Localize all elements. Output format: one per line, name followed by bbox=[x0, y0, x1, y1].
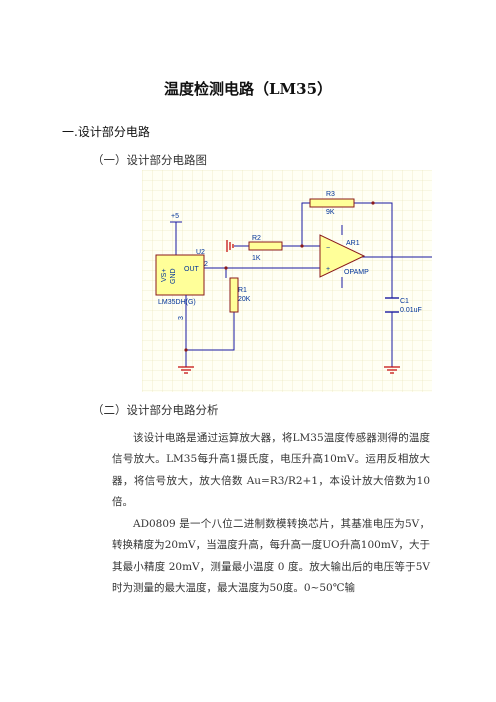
label-out: OUT bbox=[184, 266, 200, 273]
lm35-sensor bbox=[155, 254, 205, 296]
label-vcc: +5 bbox=[171, 213, 179, 220]
label-c1-value: 0.01uF bbox=[400, 307, 422, 314]
section-heading: 一.设计部分电路 bbox=[62, 125, 150, 139]
label-r1-value: 20K bbox=[238, 296, 251, 303]
label-pin2: 2 bbox=[204, 261, 208, 268]
label-vs: VS+ bbox=[161, 269, 168, 282]
ground-symbol-left bbox=[178, 366, 194, 374]
ground-symbol-r2 bbox=[226, 240, 234, 252]
resistor-r3 bbox=[309, 198, 355, 208]
junctions bbox=[184, 201, 375, 352]
label-ar1: AR1 bbox=[346, 240, 360, 247]
label-r3-value: 9K bbox=[326, 209, 335, 216]
label-plus: + bbox=[326, 266, 330, 273]
label-gnd: GND bbox=[170, 268, 177, 284]
label-u2: U2 bbox=[196, 249, 205, 256]
label-c1: C1 bbox=[400, 298, 409, 305]
capacitor-c1 bbox=[385, 297, 399, 313]
circuit-schematic: +5 U2 OUT VS+ GND LM35DH(G) 2 3 R1 20K R… bbox=[142, 170, 432, 392]
subsection-heading-diagram: （一）设计部分电路图 bbox=[92, 153, 207, 167]
label-r2: R2 bbox=[252, 235, 261, 242]
page-title: 温度检测电路（LM35） bbox=[163, 80, 333, 98]
label-part: LM35DH(G) bbox=[158, 299, 196, 306]
ground-symbol-right bbox=[384, 366, 400, 374]
body-paragraph-2: AD0809 是一个八位二进制数模转换芯片，其基准电压为5V，转换精度为20mV… bbox=[112, 518, 430, 594]
resistor-r1 bbox=[229, 277, 239, 313]
body-paragraph-1: 该设计电路是通过运算放大器，将LM35温度传感器测得的温度信号放大。LM35每升… bbox=[112, 432, 430, 508]
label-minus: − bbox=[326, 245, 330, 252]
subsection-heading-analysis: （二）设计部分电路分析 bbox=[92, 403, 219, 417]
resistor-r2 bbox=[248, 241, 283, 251]
opamp-ar1 bbox=[319, 234, 366, 278]
label-r1: R1 bbox=[238, 287, 247, 294]
wires bbox=[175, 202, 432, 367]
label-r3: R3 bbox=[326, 191, 335, 198]
label-r2-value: 1K bbox=[252, 255, 261, 262]
label-pin3: 3 bbox=[178, 316, 185, 320]
label-opamp: OPAMP bbox=[344, 269, 369, 276]
